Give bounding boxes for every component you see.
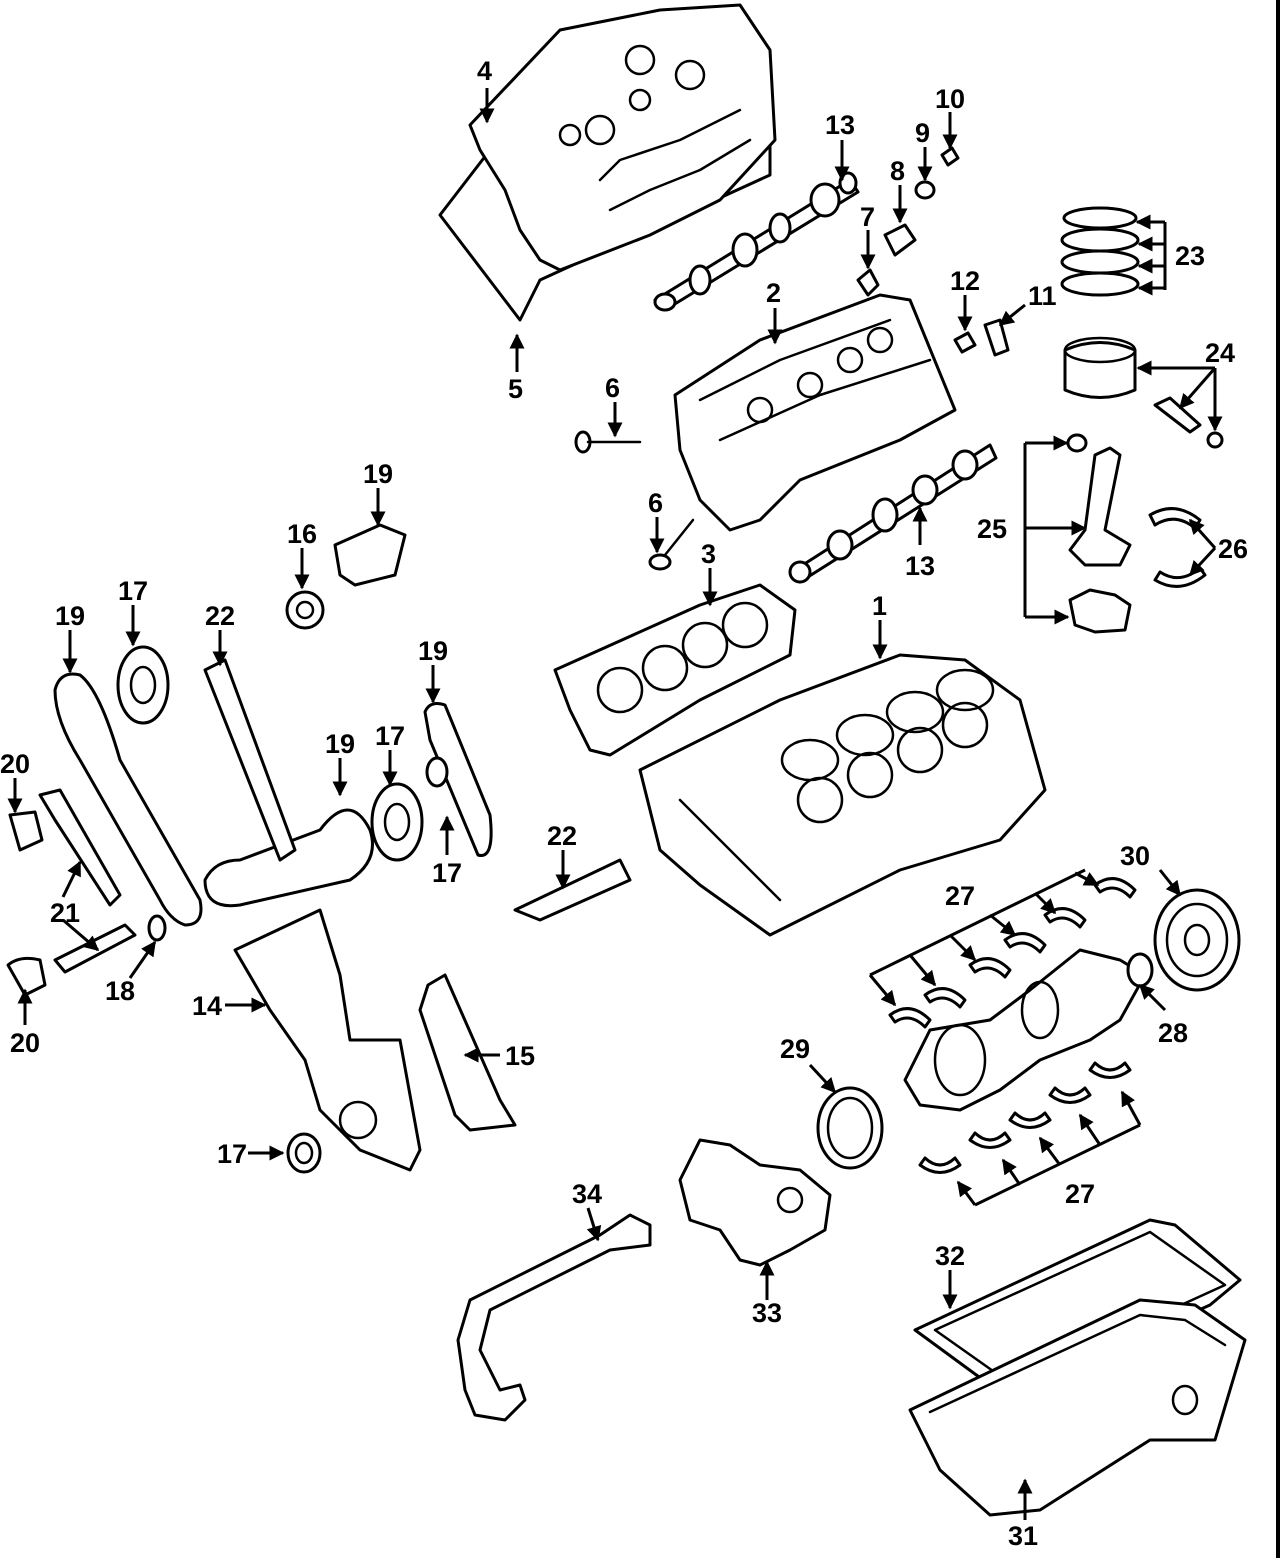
valve-keeper [940,146,960,167]
cylinder-head [673,293,957,532]
callout-18: 18 [105,976,135,1006]
callout-31: 31 [1008,1521,1038,1551]
callout-27-upper: 27 [945,881,975,911]
main-bearings-lower [918,1061,1132,1174]
callout-17-lower: 17 [432,858,462,888]
callout-2: 2 [766,278,781,308]
callout-17-left: 17 [118,576,148,606]
timing-chain-right [423,702,493,857]
valve-cover [438,3,777,322]
page-border [1276,0,1280,1558]
camshaft-lower [788,443,998,584]
washer [147,914,167,942]
rocker-arm [983,318,1010,357]
engine-block [638,653,1047,937]
callout-12: 12 [950,266,980,296]
camshaft-sprocket-b [116,645,170,725]
oil-pickup-tube [456,1213,652,1422]
connecting-rod [1066,433,1132,634]
callout-34: 34 [572,1179,602,1209]
timing-chain-left [53,672,203,927]
head-gasket [553,583,797,757]
oil-pump [678,1138,832,1267]
callout-22-lower: 22 [547,821,577,851]
callout-15: 15 [505,1041,535,1071]
valve-lifter [883,223,917,257]
callout-13-upper: 13 [825,110,855,140]
exhaust-valve [648,518,695,571]
callout-11: 11 [1028,281,1057,311]
callout-22-upper: 22 [205,601,235,631]
callout-labels: 4 5 13 10 9 8 7 2 12 11 23 24 6 6 13 25 … [0,56,1248,1551]
timing-cover [233,908,422,1172]
rod-bearing-upper [1148,507,1202,530]
callout-19-left: 19 [55,601,85,631]
camshaft-sprocket-a [285,590,325,630]
callout-14: 14 [192,991,222,1021]
rear-main-seal [816,1086,884,1170]
callout-7: 7 [860,202,875,232]
callout-32: 32 [935,1241,965,1271]
intake-valve [574,430,642,454]
valve-spring-seat [914,180,936,200]
leader-lines [7,88,1223,1520]
callout-19-top: 19 [363,459,393,489]
crankshaft [903,948,1154,1112]
callout-28: 28 [1158,1018,1188,1048]
callout-24: 24 [1205,338,1235,368]
callout-13-lower: 13 [905,551,935,581]
callout-8: 8 [890,156,905,186]
oil-pan [908,1298,1247,1517]
callout-3: 3 [701,539,716,569]
camshaft-sprocket-c [370,782,424,862]
lash-adjuster [953,331,977,354]
camshaft-upper [653,171,860,312]
callout-1: 1 [872,591,887,621]
chain-tensioner-lower [6,956,47,997]
chain-guide-lower [513,858,632,922]
callout-16: 17 [217,1139,247,1169]
callout-9: 9 [915,118,930,148]
callout-10: 10 [935,84,965,114]
chain-tensioner-upper [8,810,44,852]
callout-26: 26 [1218,534,1248,564]
chain-guide-left [203,658,297,862]
piston [1063,336,1224,449]
callout-29: 29 [780,1034,810,1064]
callout-27-lower: 27 [1065,1179,1095,1209]
main-bearings-upper [888,877,1137,1029]
callout-23: 23 [1175,241,1205,271]
timing-chain-guide-top [333,523,407,587]
callout-5: 5 [508,374,523,404]
timing-chain-center [203,808,374,908]
callout-20-lower: 20 [10,1028,40,1058]
front-crank-seal [286,1132,322,1174]
callout-19-center: 19 [325,729,355,759]
callout-6-upper: 6 [605,373,620,403]
callout-25: 25 [977,514,1007,544]
callout-4: 4 [477,56,492,86]
valve-spring-retainer [856,268,880,297]
callout-21: 21 [50,898,80,928]
harmonic-balancer [1153,888,1241,992]
rod-bearing-lower [1153,566,1207,588]
callout-17-center: 17 [375,721,405,751]
piston-rings [1060,206,1140,297]
callout-20-upper: 20 [0,749,30,779]
callout-19-right: 19 [418,636,448,666]
callout-33: 33 [752,1298,782,1328]
callout-6-lower: 6 [648,488,663,518]
spacer-washer [425,756,449,788]
callout-17-top: 16 [287,519,317,549]
callout-30: 30 [1120,841,1150,871]
timing-cover-gasket [418,973,517,1132]
